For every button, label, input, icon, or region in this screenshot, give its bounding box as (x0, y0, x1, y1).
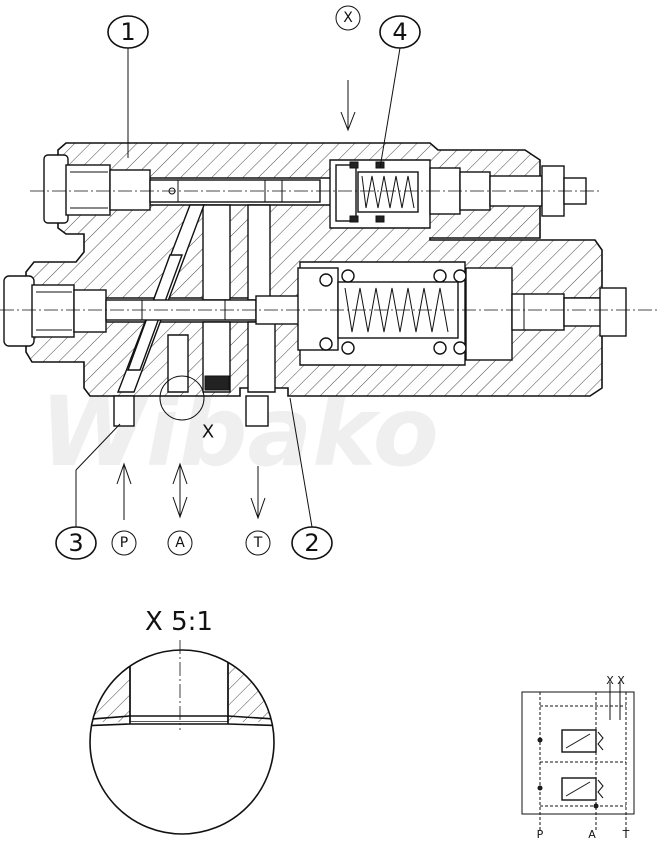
callout-2: 2 (289, 397, 333, 560)
port-studs (113, 375, 269, 427)
port-x-marker: X (335, 5, 361, 132)
callout-3: 3 (55, 423, 121, 560)
svg-text:T: T (622, 828, 630, 841)
svg-text:X: X (202, 422, 214, 443)
svg-text:2: 2 (304, 529, 319, 557)
svg-text:A: A (175, 535, 185, 551)
detail-title: X 5:1 (145, 607, 213, 637)
svg-text:T: T (253, 535, 263, 551)
callout-1: 1 (107, 15, 149, 158)
svg-text:A: A (588, 828, 596, 841)
hydraulic-schematic: X X P A T (521, 674, 635, 841)
svg-text:X: X (606, 674, 614, 687)
svg-text:P: P (537, 828, 544, 841)
svg-text:P: P (120, 535, 128, 551)
detail-x-marker: X (159, 375, 214, 443)
port-a: A (167, 462, 193, 556)
svg-text:4: 4 (392, 18, 407, 46)
detail-view (89, 640, 275, 835)
svg-text:X: X (617, 674, 625, 687)
port-p: P (111, 462, 137, 556)
svg-text:1: 1 (120, 18, 135, 46)
svg-text:3: 3 (68, 529, 83, 557)
callout-4: 4 (379, 15, 421, 169)
port-t: T (245, 466, 271, 556)
svg-text:X: X (343, 10, 353, 26)
